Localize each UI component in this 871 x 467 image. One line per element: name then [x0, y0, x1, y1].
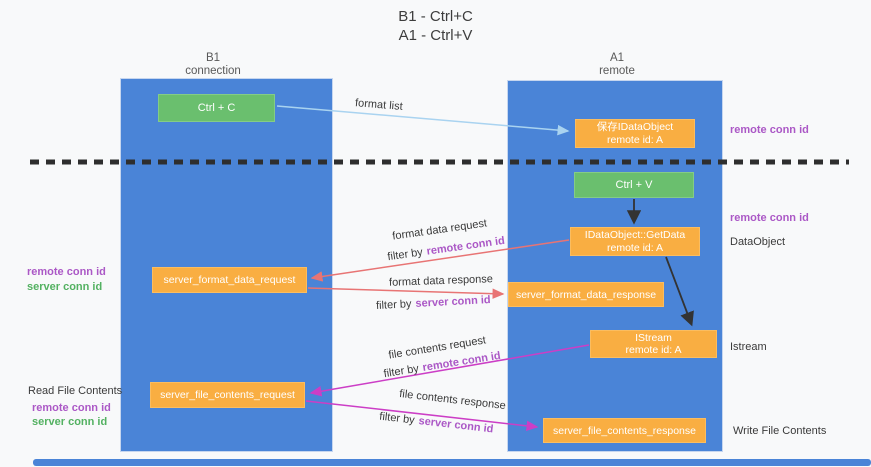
server-format-data-request-node: server_format_data_request: [152, 267, 307, 293]
getdata-line1: IDataObject::GetData: [584, 229, 686, 241]
annotation-remote-conn-id-top: remote conn id: [730, 124, 809, 136]
annotation-remote-conn-id-left2: remote conn id: [32, 402, 111, 414]
ctrl-c-label: Ctrl + C: [197, 102, 236, 114]
title-line-2: A1 - Ctrl+V: [398, 27, 473, 44]
ctrl-v-node: Ctrl + V: [574, 172, 694, 198]
annotation-remote-conn-id-left1: remote conn id: [27, 266, 106, 278]
format-list-arrow: [276, 105, 570, 136]
save-idataobject-line2: remote id: A: [606, 133, 664, 146]
istream-line2: remote id: A: [625, 344, 682, 356]
idataobject-getdata-node: IDataObject::GetData remote id: A: [570, 227, 700, 256]
server-file-contents-request-label: server_file_contents_request: [160, 389, 295, 401]
annotation-server-conn-id-left1: server conn id: [27, 281, 103, 293]
istream-line1: IStream: [635, 331, 672, 344]
server-file-contents-response-node: server_file_contents_response: [543, 418, 706, 443]
format-data-request-arrow: [310, 239, 570, 282]
server-format-data-response-label: server_format_data_response: [515, 288, 657, 301]
getdata-line2: remote id: A: [606, 241, 664, 254]
server-format-data-request-label: server_format_data_request: [163, 274, 296, 286]
file-contents-response-arrow: [305, 400, 539, 432]
annotation-write-file-contents: Write File Contents: [733, 425, 827, 437]
save-idataobject-line1: 保存IDataObject: [596, 121, 674, 133]
annotation-remote-conn-id-mid: remote conn id: [730, 212, 809, 224]
file-contents-request-arrow: [309, 344, 590, 397]
horizontal-scrollbar-thumb[interactable]: [33, 459, 871, 466]
annotation-dataobject: DataObject: [730, 236, 786, 248]
annotation-istream: Istream: [730, 341, 767, 353]
getdata-to-istream-arrow: [665, 256, 694, 327]
ctrl-c-node: Ctrl + C: [158, 94, 275, 122]
column-b1-title: B1: [205, 52, 221, 64]
server-file-contents-request-node: server_file_contents_request: [150, 382, 305, 408]
column-b1-subtitle: connection: [185, 65, 241, 77]
column-header-b1: B1 connection: [143, 52, 283, 78]
format-data-response-arrow: [307, 287, 505, 299]
title-line-1: B1 - Ctrl+C: [398, 8, 473, 25]
annotation-server-conn-id-left2: server conn id: [32, 416, 108, 428]
ctrl-v-label: Ctrl + V: [615, 179, 653, 191]
server-format-data-response-node: server_format_data_response: [508, 282, 664, 307]
column-a1-title: A1: [609, 52, 625, 64]
filter-by-text: filter by: [375, 298, 412, 312]
column-header-a1: A1 remote: [547, 52, 687, 78]
diagram-title: B1 - Ctrl+C A1 - Ctrl+V: [0, 7, 871, 45]
istream-node: IStream remote id: A: [590, 330, 717, 358]
annotation-read-file-contents: Read File Contents: [28, 385, 123, 397]
column-a1-subtitle: remote: [599, 65, 635, 77]
server-file-contents-response-label: server_file_contents_response: [552, 424, 696, 437]
save-idataobject-node: 保存IDataObject remote id: A: [575, 119, 695, 148]
